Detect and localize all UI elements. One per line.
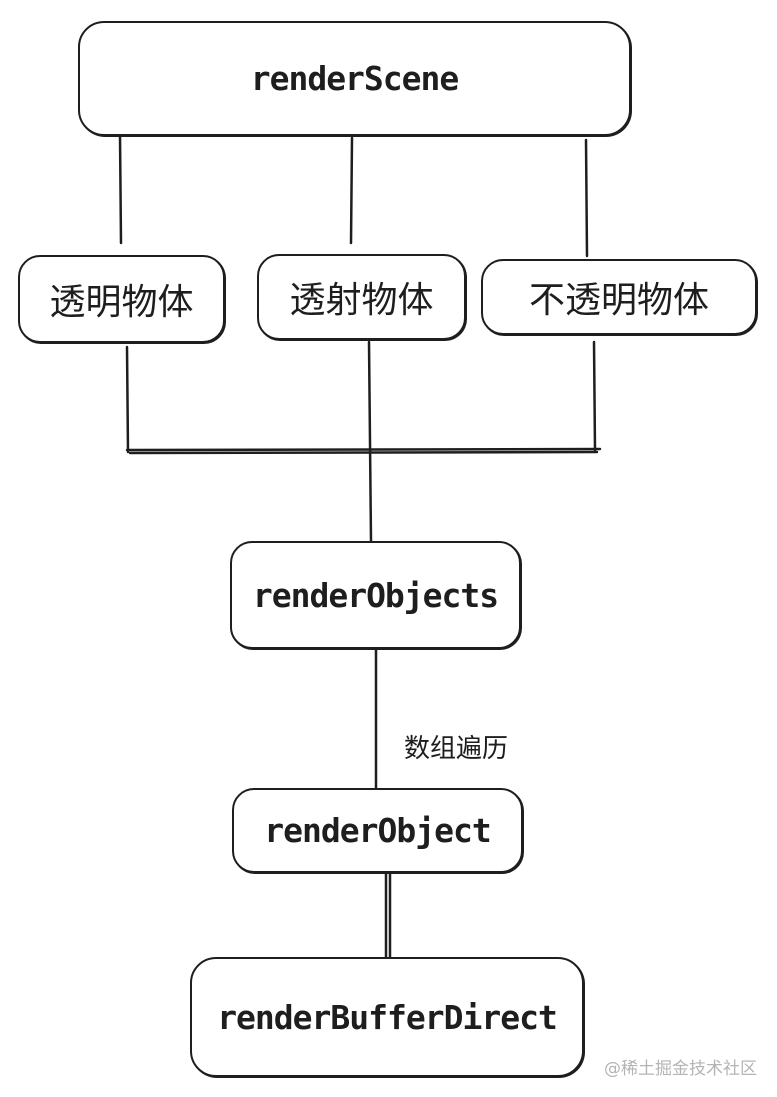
node-render-objects-label: renderObjects [252, 575, 499, 615]
watermark-text: @稀土掘金技术社区 [604, 1059, 757, 1079]
node-render-objects: renderObjects [230, 541, 521, 649]
node-render-buffer-direct: renderBufferDirect [190, 957, 584, 1077]
edge-transparent-to-merge [125, 345, 130, 454]
edge-scene-to-opaque [584, 138, 589, 258]
edge-opaque-to-merge [592, 340, 597, 452]
edge-label-array-traverse: 数组遍历 [404, 734, 509, 764]
node-transparent-objects-label: 透明物体 [49, 282, 194, 323]
edge-transmissive-to-render-objects [367, 340, 373, 543]
node-render-scene-label: renderScene [250, 59, 460, 98]
node-transmissive-objects-label: 透射物体 [289, 280, 434, 321]
merge-bar-shadow [128, 450, 599, 455]
node-render-buffer-direct-label: renderBufferDirect [217, 997, 558, 1037]
node-render-scene: renderScene [78, 21, 631, 136]
edge-scene-to-transmissive [349, 136, 354, 245]
edge-scene-to-transparent [118, 133, 123, 245]
node-render-object: renderObject [232, 788, 523, 873]
node-render-object-label: renderObject [264, 811, 491, 850]
node-transparent-objects: 透明物体 [18, 255, 225, 343]
merge-bar [125, 447, 602, 452]
node-transmissive-objects: 透射物体 [257, 254, 466, 340]
node-opaque-objects: 不透明物体 [481, 259, 757, 335]
node-opaque-objects-label: 不透明物体 [528, 280, 709, 321]
